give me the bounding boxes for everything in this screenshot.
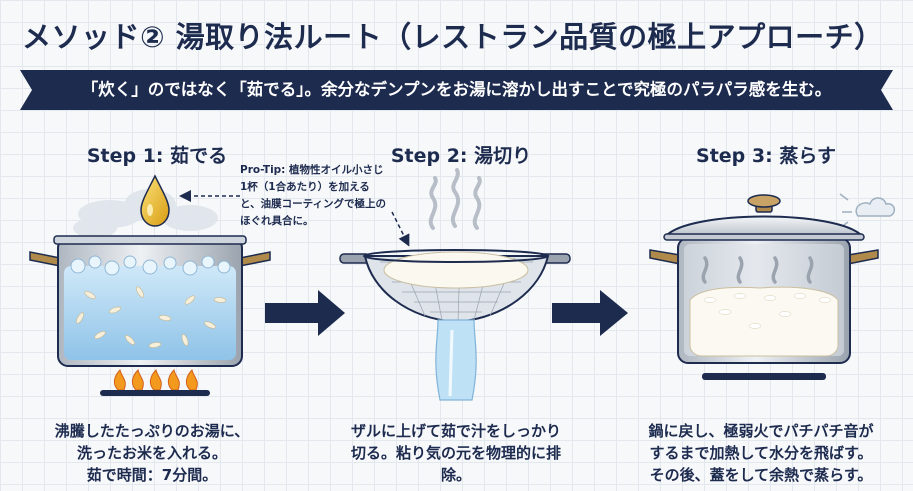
subtitle-banner: 「炊く」のではなく「茹でる」。余分なデンプンをお湯に溶かし出すことで究極のパラパ… (20, 70, 893, 110)
step3-description: 鍋に戻し、極弱火でパチパチ音が するまで加熱して水分を飛ばす。 その後、蓋をして… (648, 422, 874, 484)
puff-icon (839, 193, 896, 229)
arrow-right-icon (265, 290, 345, 336)
water-stream-icon (435, 319, 477, 401)
step1-description: 沸騰したたっぷりのお湯に、 洗ったお米を入れる。 茹で時間：7分間。 (54, 422, 250, 484)
banner-text: 「炊く」のではなく「茹でる」。余分なデンプンをお湯に溶かし出すことで究極のパラパ… (81, 80, 832, 99)
arrow-right-icon (552, 290, 628, 336)
stove-plate (702, 373, 826, 380)
gas-flame-icon (100, 369, 210, 396)
step3-title: Step 3: 蒸らす (696, 145, 836, 167)
oil-drop-icon (140, 174, 170, 227)
protip-pointer-strainer (391, 211, 410, 247)
step2-description: ザルに上げて茹で汁をしっかり 切る。粘り気の元を物理的に排 除。 (350, 422, 561, 484)
step1-title: Step 1: 茹でる (86, 145, 228, 167)
steam-icon (428, 168, 482, 230)
strainer-icon (339, 249, 571, 324)
banner-ribbon (20, 70, 893, 110)
page-title: メソッド② 湯取り法ルート（レストラン品質の極上アプローチ） (22, 20, 884, 54)
protip-note: Pro-Tip: 植物性オイル小さじ1杯（1合あたり）を加えると、油膜コーティン… (240, 164, 386, 227)
covered-pot-icon (649, 194, 879, 380)
boiling-pot-icon (29, 235, 271, 367)
step2-title: Step 2: 湯切り (390, 145, 532, 167)
